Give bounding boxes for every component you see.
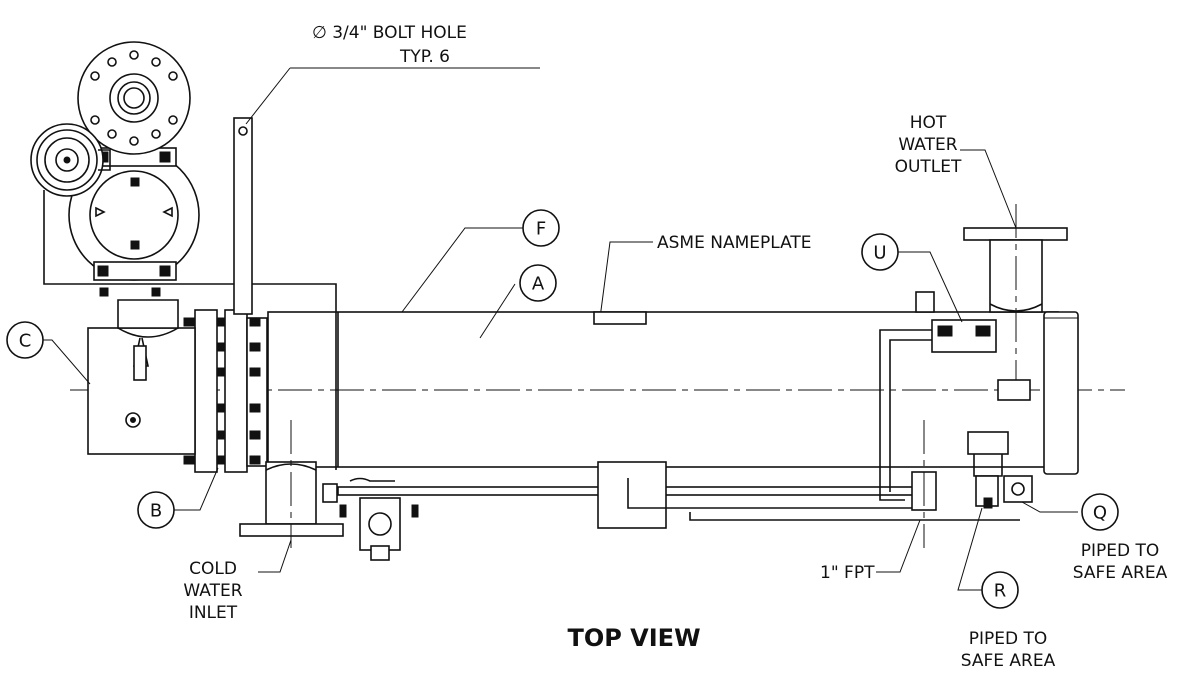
svg-text:B: B — [150, 501, 162, 522]
piped-q-label-2: SAFE AREA — [1073, 563, 1168, 583]
item-tag-q: Q — [1081, 493, 1119, 531]
asme-nameplate-label: ASME NAMEPLATE — [657, 233, 812, 253]
fpt-label: 1" FPT — [820, 563, 875, 583]
svg-text:U: U — [873, 243, 886, 264]
terminal-enclosure — [87, 287, 196, 455]
svg-text:R: R — [994, 581, 1007, 602]
cold-water-label-3: INLET — [189, 603, 238, 623]
hot-water-label-1: HOT — [910, 113, 947, 133]
item-tag-u: U — [861, 233, 899, 271]
piped-q-label-1: PIPED TO — [1081, 541, 1160, 561]
hot-water-outlet-nozzle — [963, 204, 1068, 380]
svg-text:C: C — [19, 331, 32, 352]
heater-flange-assembly — [183, 309, 268, 473]
pressure-relief-valve — [967, 431, 1033, 509]
cold-water-label-1: COLD — [189, 559, 237, 579]
piped-r-label-1: PIPED TO — [969, 629, 1048, 649]
svg-text:A: A — [532, 274, 545, 295]
cold-water-label-2: WATER — [183, 581, 242, 601]
item-tag-b: B — [137, 491, 175, 529]
bolt-hole — [238, 126, 248, 136]
item-tag-r: R — [981, 571, 1019, 609]
item-tag-f: F — [522, 209, 560, 247]
hot-water-label-3: OUTLET — [895, 157, 962, 177]
view-title: TOP VIEW — [567, 624, 700, 652]
bolt-hole-qty-callout: TYP. 6 — [399, 47, 450, 67]
item-tag-a: A — [519, 264, 557, 302]
cold-water-inlet-nozzle — [239, 420, 344, 548]
piped-r-label-2: SAFE AREA — [961, 651, 1056, 671]
drain-piping — [322, 291, 1020, 561]
junction-box-assembly — [30, 41, 337, 470]
thermostat-assembly — [931, 319, 1031, 401]
hot-water-label-2: WATER — [898, 135, 957, 155]
vessel-shell — [267, 311, 1079, 475]
item-tag-c: C — [6, 321, 44, 359]
mounting-bracket — [233, 117, 253, 315]
svg-text:Q: Q — [1093, 503, 1107, 524]
svg-text:F: F — [536, 219, 546, 240]
bolt-hole-callout: ∅ 3/4" BOLT HOLE — [312, 23, 467, 43]
